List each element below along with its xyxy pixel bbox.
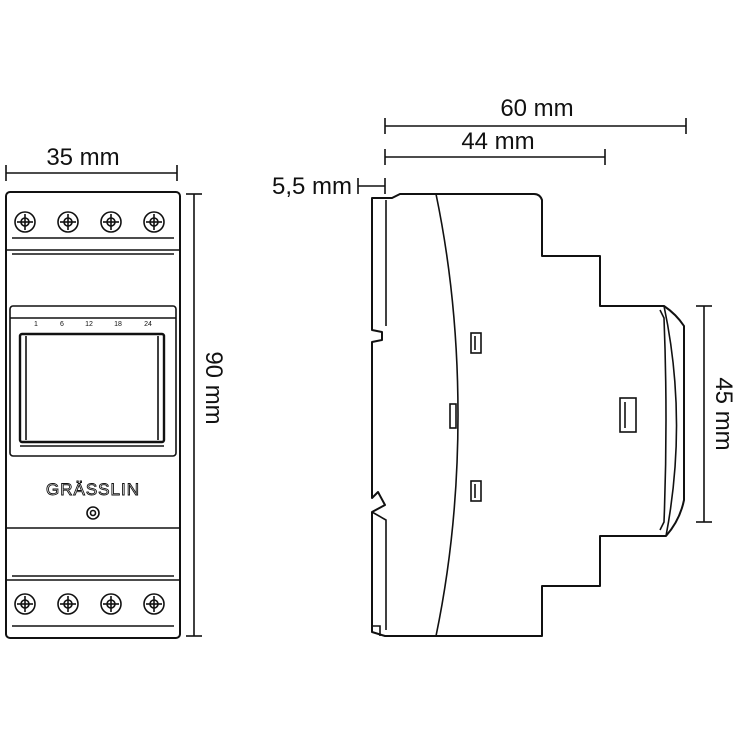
depth-total-label: 60 mm	[500, 95, 573, 122]
depth-total-dimension: 60 mm	[384, 95, 687, 134]
dial-tick-label: 24	[144, 321, 152, 328]
front-housing	[5, 191, 181, 639]
rail-offset-dimension: 5,5 mm	[272, 173, 386, 200]
side-height-dimension: 45 mm	[696, 305, 736, 523]
terminal-screw-icon	[143, 593, 165, 615]
front-view: 35 mm 1 6 12 18 24 GRÄSSLIN	[5, 144, 227, 639]
terminal-screw-icon	[100, 593, 122, 615]
front-cover-edge	[659, 309, 667, 531]
bottom-terminal-row	[14, 593, 165, 615]
height-dimension-label: 90 mm	[200, 351, 227, 424]
width-dimension-label: 35 mm	[46, 144, 119, 171]
side-height-label: 45 mm	[710, 377, 736, 450]
latch-icon	[470, 332, 482, 354]
depth-body-label: 44 mm	[461, 128, 534, 155]
display-window	[18, 332, 166, 444]
dial-tick-labels: 1 6 12 18 24	[34, 321, 152, 328]
side-housing	[371, 193, 685, 637]
rail-offset-label: 5,5 mm	[272, 173, 352, 200]
terminal-screw-icon	[57, 211, 79, 233]
brand-logo: GRÄSSLIN	[46, 480, 140, 499]
cover-frame	[9, 305, 177, 457]
terminal-screw-icon	[14, 211, 36, 233]
side-view: 60 mm 44 mm 5,5 mm	[272, 95, 736, 637]
terminal-screw-icon	[57, 593, 79, 615]
terminal-screw-icon	[100, 211, 122, 233]
side-bevel-edge	[435, 193, 459, 637]
terminal-screw-icon	[143, 211, 165, 233]
height-dimension: 90 mm	[186, 193, 227, 637]
slot-icon	[619, 397, 637, 433]
depth-body-dimension: 44 mm	[384, 128, 606, 165]
hinge-icon	[449, 403, 457, 429]
dial-tick-label: 18	[114, 321, 122, 328]
top-terminal-row	[14, 211, 165, 233]
width-dimension: 35 mm	[5, 144, 178, 181]
dial-tick-label: 1	[34, 321, 38, 328]
dial-tick-label: 6	[60, 321, 64, 328]
indicator-led-icon	[86, 506, 100, 520]
terminal-screw-icon	[14, 593, 36, 615]
latch-icon	[470, 480, 482, 502]
dial-tick-label: 12	[85, 321, 93, 328]
